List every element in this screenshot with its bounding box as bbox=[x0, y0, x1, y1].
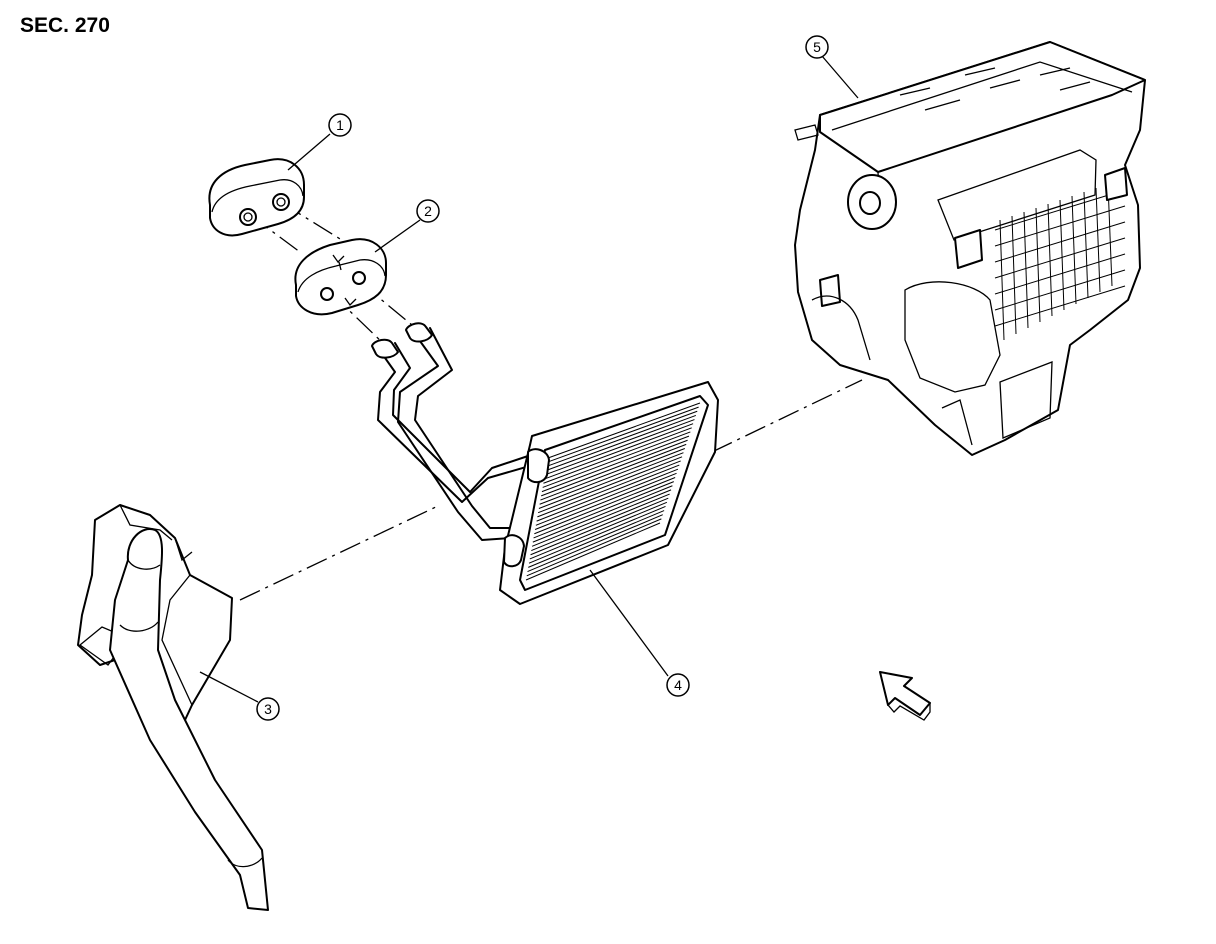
heater-core-part bbox=[499, 381, 719, 605]
grommet-part bbox=[208, 158, 305, 237]
line-segment bbox=[994, 189, 1126, 231]
line-segment bbox=[1095, 187, 1101, 293]
line-segment bbox=[537, 460, 681, 518]
line-segment bbox=[544, 423, 694, 480]
callout-3: 3 bbox=[256, 697, 280, 721]
front-direction-arrow-icon bbox=[879, 671, 931, 721]
line-segment bbox=[527, 514, 663, 573]
line-segment bbox=[536, 464, 680, 522]
line-segment bbox=[547, 406, 699, 463]
line-segment bbox=[529, 501, 668, 560]
line-segment bbox=[1059, 81, 1091, 91]
line-segment bbox=[994, 205, 1126, 247]
line-segment bbox=[994, 253, 1126, 295]
callout-5: 5 bbox=[805, 35, 829, 59]
callout-5-text: 5 bbox=[813, 39, 821, 55]
line-segment bbox=[535, 468, 679, 526]
line-segment bbox=[540, 443, 687, 501]
unit-lid-ribs bbox=[899, 67, 1091, 111]
callout-4: 4 bbox=[666, 673, 690, 697]
line-segment bbox=[1059, 199, 1065, 311]
line-segment bbox=[538, 452, 684, 509]
line-segment bbox=[899, 87, 931, 96]
line-segment bbox=[541, 435, 690, 493]
line-segment bbox=[534, 472, 677, 530]
line-segment bbox=[539, 448, 686, 505]
line-segment bbox=[526, 518, 662, 577]
line-segment bbox=[924, 99, 961, 111]
line-segment bbox=[542, 431, 691, 488]
callout-2: 2 bbox=[416, 199, 440, 223]
line-segment bbox=[1011, 215, 1017, 335]
line-segment bbox=[989, 79, 1021, 89]
line-segment bbox=[528, 510, 665, 568]
callout-4-text: 4 bbox=[674, 677, 682, 693]
line-segment bbox=[546, 410, 698, 467]
heater-core-fins bbox=[525, 402, 701, 581]
hose-bracket-part bbox=[77, 504, 269, 911]
line-segment bbox=[543, 427, 692, 484]
section-label: SEC. 270 bbox=[20, 14, 110, 37]
unit-grille bbox=[994, 183, 1126, 341]
heater-pipes bbox=[371, 322, 541, 541]
line-segment bbox=[1047, 203, 1053, 317]
callout-leaders bbox=[199, 55, 859, 703]
line-segment bbox=[533, 481, 674, 539]
callout-1: 1 bbox=[328, 113, 352, 137]
line-segment bbox=[534, 477, 676, 535]
line-segment bbox=[999, 219, 1005, 341]
line-segment bbox=[994, 237, 1126, 279]
line-segment bbox=[1107, 183, 1113, 287]
line-segment bbox=[994, 221, 1126, 263]
line-segment bbox=[528, 505, 666, 564]
line-segment bbox=[525, 522, 661, 581]
callout-3-text: 3 bbox=[264, 701, 272, 717]
callout-1-text: 1 bbox=[336, 117, 344, 133]
line-segment bbox=[531, 493, 670, 552]
line-segment bbox=[994, 269, 1126, 311]
line-segment bbox=[544, 419, 695, 476]
line-segment bbox=[545, 414, 697, 472]
line-segment bbox=[1071, 195, 1077, 305]
callout-2-text: 2 bbox=[424, 203, 432, 219]
line-segment bbox=[1083, 191, 1089, 299]
line-segment bbox=[540, 439, 688, 497]
line-segment bbox=[537, 456, 683, 514]
line-segment bbox=[964, 67, 996, 76]
plate-part bbox=[294, 238, 387, 316]
line-segment bbox=[1039, 67, 1071, 76]
heating-cooling-unit-part bbox=[794, 41, 1146, 456]
line-segment bbox=[531, 489, 672, 547]
line-segment bbox=[547, 402, 701, 459]
line-segment bbox=[1023, 211, 1029, 329]
line-segment bbox=[530, 497, 669, 556]
line-segment bbox=[532, 485, 673, 543]
line-segment bbox=[994, 285, 1126, 327]
